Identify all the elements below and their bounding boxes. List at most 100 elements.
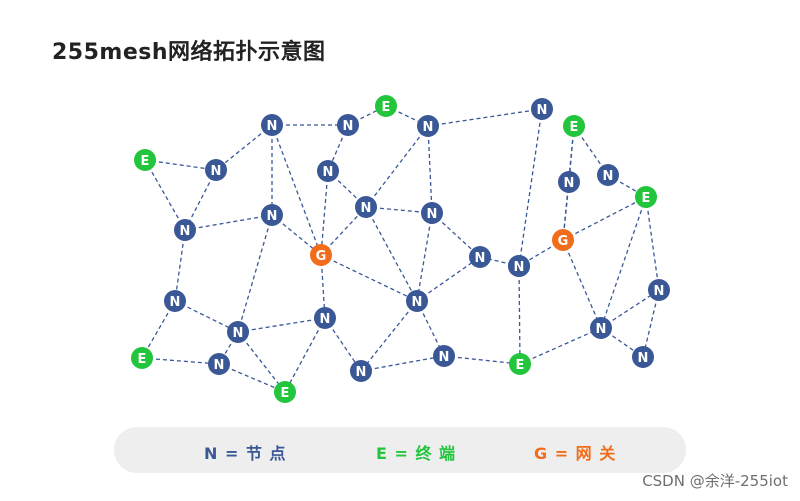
node-label: N	[596, 322, 607, 337]
node-n1: N	[261, 114, 283, 136]
node-label: N	[356, 365, 367, 380]
edge-n17-n18	[600, 289, 660, 329]
node-n4: N	[531, 98, 553, 120]
edge-n4-n12	[518, 108, 543, 267]
terminal-e4: E	[635, 186, 657, 208]
node-circle	[227, 321, 249, 343]
terminal-label: E	[570, 120, 579, 135]
legend-node: N = 节 点	[204, 444, 287, 463]
node-circle	[531, 98, 553, 120]
watermark: CSDN @余洋-255iot	[642, 472, 788, 490]
legend-terminal: E = 终 端	[376, 444, 457, 463]
node-circle	[164, 290, 186, 312]
node-label: N	[343, 119, 354, 134]
node-circle	[208, 353, 230, 375]
node-circle	[558, 171, 580, 193]
node-n23: N	[208, 353, 230, 375]
legend-gateway: G = 网 关	[534, 444, 617, 463]
node-label: N	[514, 260, 525, 275]
node-circle	[421, 202, 443, 224]
node-n13: N	[174, 219, 196, 241]
edge-n1-g1	[271, 124, 322, 256]
node-label: N	[361, 201, 372, 216]
node-n2: N	[337, 114, 359, 136]
node-label: N	[320, 312, 331, 327]
edge-n3-n9	[427, 125, 433, 214]
terminal-circle	[509, 353, 531, 375]
gateway-g2: G	[552, 229, 574, 251]
edge-n22-e6	[443, 355, 521, 365]
node-n15: N	[469, 246, 491, 268]
node-label: N	[638, 351, 649, 366]
edge-n12-e6	[518, 265, 521, 365]
edge-n7-n14	[237, 214, 273, 333]
node-circle	[632, 346, 654, 368]
edge-layer	[141, 105, 660, 393]
terminal-e1: E	[375, 95, 397, 117]
node-circle	[417, 115, 439, 137]
node-label: N	[423, 120, 434, 135]
node-circle	[314, 307, 336, 329]
terminal-e2: E	[563, 115, 585, 137]
node-circle	[648, 279, 670, 301]
node-n14: N	[227, 321, 249, 343]
node-n18: N	[648, 279, 670, 301]
node-circle	[355, 196, 377, 218]
edge-n8-n20	[365, 206, 418, 302]
gateway-circle	[310, 244, 332, 266]
node-circle	[205, 159, 227, 181]
node-circle	[317, 160, 339, 182]
edge-n20-n15	[416, 256, 481, 302]
node-label: N	[323, 165, 334, 180]
node-n22: N	[433, 345, 455, 367]
terminal-label: E	[516, 358, 525, 373]
edge-n23-e7	[218, 363, 286, 393]
terminal-circle	[563, 115, 585, 137]
edge-n6-g1	[320, 170, 329, 256]
node-label: N	[654, 284, 665, 299]
edge-n9-n20	[416, 212, 433, 302]
node-label: N	[170, 295, 181, 310]
node-label: N	[564, 176, 575, 191]
edge-g1-n20	[320, 254, 418, 302]
node-label: N	[439, 350, 450, 365]
node-n16: N	[508, 255, 530, 277]
edge-n24-n14	[174, 300, 239, 333]
node-n24: N	[164, 290, 186, 312]
node-circle	[469, 246, 491, 268]
terminal-label: E	[382, 100, 391, 115]
terminal-circle	[635, 186, 657, 208]
node-circle	[508, 255, 530, 277]
node-circle	[406, 290, 428, 312]
edge-e4-n17	[600, 196, 647, 329]
node-circle	[261, 204, 283, 226]
node-circle	[337, 114, 359, 136]
node-n5: N	[205, 159, 227, 181]
node-label: N	[267, 119, 278, 134]
edge-n19-e7	[284, 317, 326, 393]
edge-n14-n19	[237, 317, 326, 333]
node-n10: N	[558, 171, 580, 193]
edge-n14-e7	[237, 331, 286, 393]
gateway-circle	[552, 229, 574, 251]
node-label: N	[427, 207, 438, 222]
legend: N = 节 点 E = 终 端 G = 网 关	[114, 427, 686, 473]
terminal-circle	[274, 381, 296, 403]
node-n11: N	[597, 164, 619, 186]
node-circle	[433, 345, 455, 367]
terminal-label: E	[138, 352, 147, 367]
terminal-label: E	[141, 154, 150, 169]
edge-e4-n18	[645, 196, 660, 291]
edge-n13-n24	[174, 229, 186, 302]
terminal-e6: E	[509, 353, 531, 375]
node-label: N	[537, 103, 548, 118]
node-n25: N	[632, 346, 654, 368]
node-n21: N	[350, 360, 372, 382]
terminal-label: E	[281, 386, 290, 401]
node-n8: N	[355, 196, 377, 218]
gateway-label: G	[558, 234, 569, 249]
node-label: N	[211, 164, 222, 179]
node-n17: N	[590, 317, 612, 339]
edge-e3-n5	[144, 159, 217, 171]
